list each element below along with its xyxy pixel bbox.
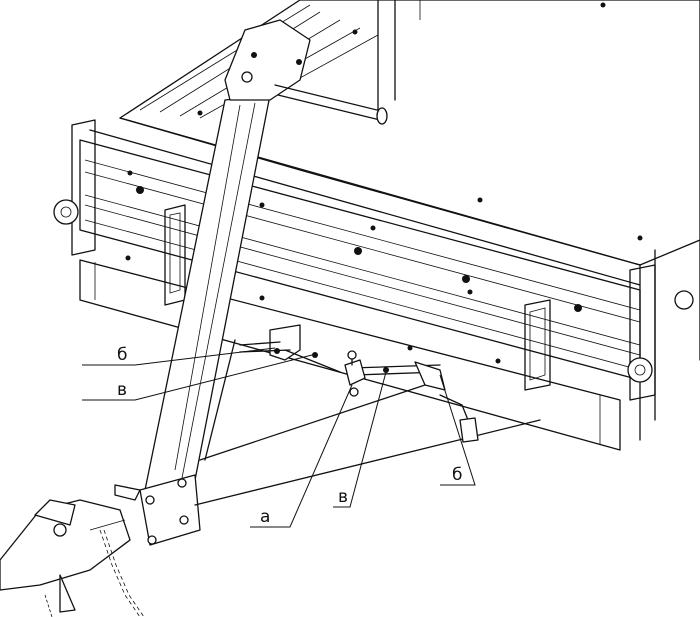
label-a-bottom: а bbox=[260, 507, 270, 527]
leader-a-bottom bbox=[250, 384, 353, 528]
drawbar bbox=[139, 19, 541, 546]
coupling-head bbox=[0, 484, 141, 613]
label-v-bottom: в bbox=[338, 487, 348, 507]
brake-linkage bbox=[239, 324, 479, 443]
label-b-left: б bbox=[117, 345, 127, 365]
trailer-body bbox=[53, 0, 700, 451]
safety-chain bbox=[44, 529, 145, 617]
leader-b-right bbox=[439, 374, 476, 486]
leader-v-bottom bbox=[333, 371, 387, 508]
leader-v-left bbox=[82, 354, 313, 401]
label-b-right: б bbox=[452, 465, 462, 485]
callouts: б в а в б bbox=[82, 345, 476, 528]
label-v-left: в bbox=[117, 380, 127, 400]
leader-b-left bbox=[82, 347, 276, 366]
